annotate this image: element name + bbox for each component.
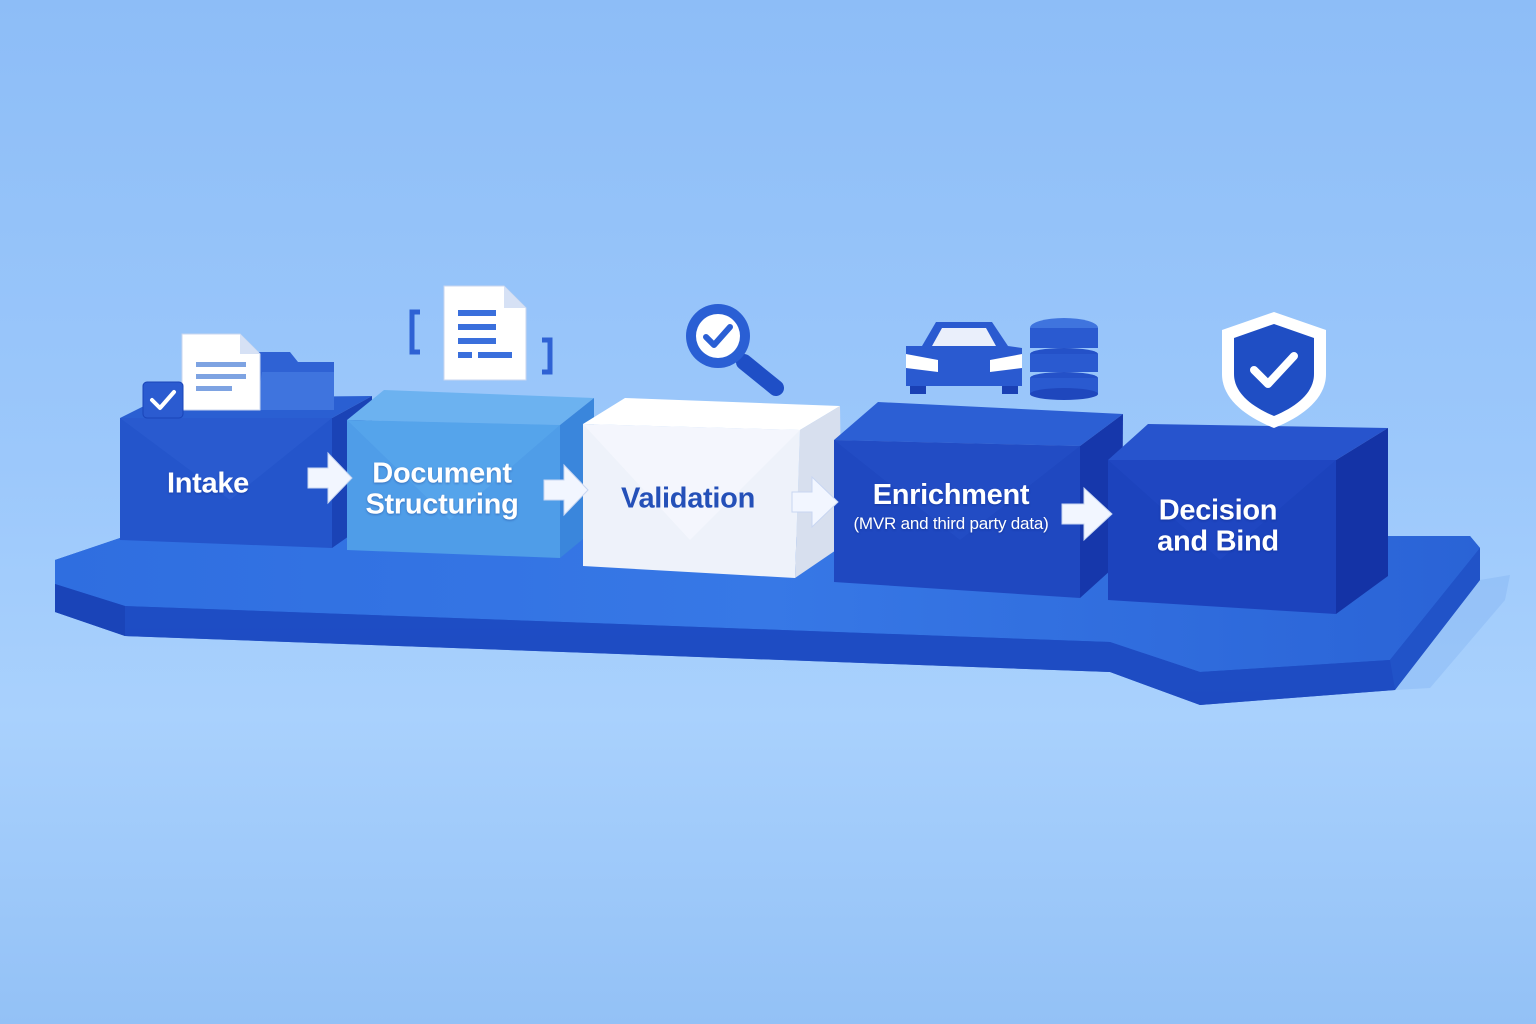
right-arrow-icon	[791, 475, 839, 529]
step-subtitle: (MVR and third party data)	[853, 514, 1049, 534]
step-title: Decision and Bind	[1157, 494, 1279, 558]
folder-document-checkbox-icon	[142, 333, 334, 419]
car-database-icon	[906, 318, 1098, 400]
step-enrichment-label: Enrichment (MVR and third party data)	[853, 479, 1049, 534]
step-intake-label: Intake	[166, 467, 250, 500]
step-title: Document Structuring	[365, 457, 519, 521]
step-validation-label: Validation	[621, 482, 755, 515]
step-document-structuring-label: Document Structuring	[365, 457, 519, 522]
step-document-structuring-block	[347, 390, 594, 558]
step-decision-bind-block	[1108, 424, 1388, 614]
right-arrow-icon	[1061, 486, 1113, 542]
step-intake-block	[120, 396, 372, 548]
right-arrow-icon	[543, 463, 589, 517]
magnifier-check-icon	[686, 304, 784, 396]
step-title: Intake	[166, 467, 250, 500]
step-title: Validation	[621, 482, 755, 515]
step-title: Enrichment	[872, 479, 1030, 512]
shield-check-icon	[1222, 312, 1326, 428]
scanned-document-icon	[409, 285, 553, 381]
right-arrow-icon	[307, 451, 353, 505]
step-decision-bind-label: Decision and Bind	[1157, 494, 1279, 559]
